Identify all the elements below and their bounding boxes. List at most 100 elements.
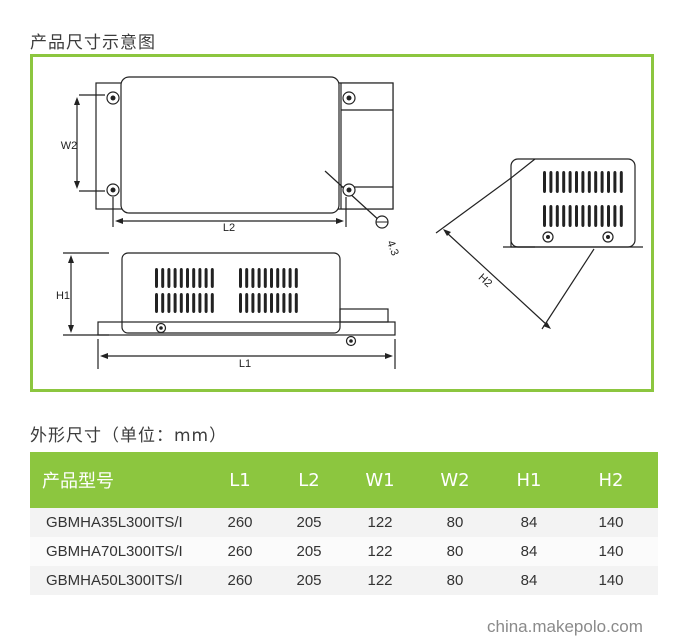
l2-cell: 205 xyxy=(274,566,344,595)
vent-slot xyxy=(155,268,158,288)
spec-table: 产品型号 L1 L2 W1 W2 H1 H2 GBMHA35L300ITS/I … xyxy=(30,452,658,595)
vent-slot xyxy=(245,293,249,313)
vent-slot xyxy=(210,293,214,313)
col-header-l1: L1 xyxy=(206,452,274,508)
vent-slot xyxy=(204,293,208,313)
screw-icon xyxy=(106,91,120,105)
screw-icon xyxy=(542,231,554,243)
l2-cell: 205 xyxy=(274,537,344,566)
vent-slot xyxy=(555,205,559,227)
vent-slot xyxy=(619,171,623,193)
h2-cell: 140 xyxy=(564,508,658,537)
h2-cell: 140 xyxy=(564,537,658,566)
vent-slot xyxy=(257,268,261,288)
vent-slot xyxy=(161,268,165,288)
top-view-cover xyxy=(120,76,340,214)
screw-icon xyxy=(155,322,167,334)
vent-slot xyxy=(198,293,202,313)
vent-slot xyxy=(543,205,546,227)
model-cell: GBMHA70L300ITS/I xyxy=(30,537,206,566)
l2-label: L2 xyxy=(223,222,235,234)
watermark: china.makepolo.com xyxy=(487,617,643,636)
diagram-heading: 产品尺寸示意图 xyxy=(30,33,156,53)
vent-slot xyxy=(294,268,298,288)
vent-slot xyxy=(555,171,559,193)
vent-slot xyxy=(276,268,280,288)
vent-slot xyxy=(251,293,255,313)
vent-slot xyxy=(282,268,286,288)
dimension-drawing: W2 L2 4.3 H1 L1 H2 xyxy=(56,76,643,370)
vent-slot xyxy=(587,171,591,193)
vent-slot xyxy=(192,293,196,313)
top-view-end-block xyxy=(332,82,394,210)
model-cell: GBMHA50L300ITS/I xyxy=(30,566,206,595)
side-view-body xyxy=(510,158,636,248)
vent-slot xyxy=(179,293,183,313)
vent-slot xyxy=(587,205,591,227)
vent-slot xyxy=(594,205,598,227)
vent-slot xyxy=(198,268,202,288)
vent-slot xyxy=(161,293,165,313)
vent-slot xyxy=(263,268,267,288)
l1-label: L1 xyxy=(239,358,251,370)
vent-slot xyxy=(155,293,158,313)
h1-cell: 84 xyxy=(494,537,564,566)
vent-slot xyxy=(613,171,617,193)
vent-slot xyxy=(549,205,553,227)
vent-slot xyxy=(568,171,572,193)
w2-label: W2 xyxy=(61,140,78,152)
w1-cell: 122 xyxy=(344,537,416,566)
vent-slot xyxy=(575,171,578,193)
vent-slot xyxy=(186,293,189,313)
vent-slot xyxy=(575,205,578,227)
vent-slot xyxy=(607,205,610,227)
vent-slot xyxy=(562,205,566,227)
vent-slot xyxy=(257,293,261,313)
vent-slot xyxy=(282,293,286,313)
vent-slot xyxy=(192,268,196,288)
l1-cell: 260 xyxy=(206,508,274,537)
front-view-body xyxy=(121,252,341,334)
vent-slot xyxy=(613,205,617,227)
hole-diameter-label: 4.3 xyxy=(384,239,401,257)
front-view-base-plate xyxy=(97,321,396,336)
table-row: GBMHA70L300ITS/I 260 205 122 80 84 140 xyxy=(30,537,658,566)
vent-slot xyxy=(167,268,171,288)
vent-slot xyxy=(251,268,255,288)
col-header-model: 产品型号 xyxy=(30,452,206,508)
screw-icon xyxy=(342,183,356,197)
vent-slot xyxy=(173,268,177,288)
vent-slot xyxy=(186,268,189,288)
vent-slot xyxy=(288,268,292,288)
vent-slot xyxy=(619,205,623,227)
w2-cell: 80 xyxy=(416,566,494,595)
dimensions-heading: 外形尺寸（单位：mm） xyxy=(30,426,228,446)
vent-slot xyxy=(270,268,273,288)
model-cell: GBMHA35L300ITS/I xyxy=(30,508,206,537)
vent-slot xyxy=(288,293,292,313)
vent-slot xyxy=(600,171,604,193)
l1-cell: 260 xyxy=(206,566,274,595)
vent-slot xyxy=(594,171,598,193)
vent-slot xyxy=(270,293,273,313)
vent-slot xyxy=(600,205,604,227)
h2-cell: 140 xyxy=(564,566,658,595)
vent-slots xyxy=(155,171,623,313)
vent-slot xyxy=(568,205,572,227)
h1-cell: 84 xyxy=(494,508,564,537)
hole-callout-icon xyxy=(375,215,389,229)
col-header-w2: W2 xyxy=(416,452,494,508)
screw-icon xyxy=(342,91,356,105)
vent-slot xyxy=(581,205,585,227)
vent-slot xyxy=(294,293,298,313)
vent-slot xyxy=(167,293,171,313)
w2-cell: 80 xyxy=(416,508,494,537)
mounting-holes xyxy=(106,91,614,347)
diagram-frame: W2 L2 4.3 H1 L1 H2 xyxy=(30,54,654,392)
screw-icon xyxy=(345,335,357,347)
col-header-w1: W1 xyxy=(344,452,416,508)
h1-label: H1 xyxy=(56,290,70,302)
vent-slot xyxy=(239,268,242,288)
vent-slot xyxy=(210,268,214,288)
vent-slot xyxy=(549,171,553,193)
